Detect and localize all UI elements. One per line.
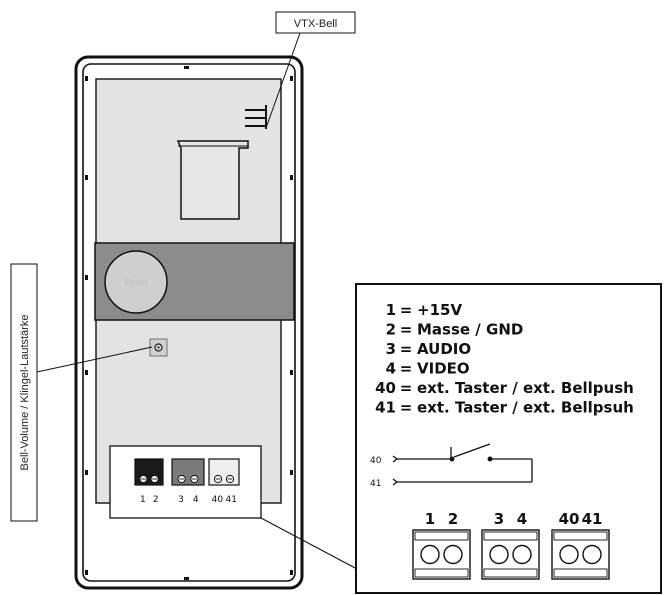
terminal-detail-leader-line <box>260 517 358 570</box>
device-terminal-block-3 <box>208 458 240 486</box>
switch-label-40: 40 <box>370 456 382 466</box>
detail-terminal-top-ridge <box>483 531 538 541</box>
legend-value-40: ext. Taster / ext. Bellpush <box>417 379 634 397</box>
legend-equals: = <box>400 301 413 319</box>
detail-terminal-label-41: 41 <box>582 510 603 528</box>
detail-terminal-screw-2 <box>443 544 463 565</box>
potentiometer-knob <box>154 343 163 352</box>
legend-equals: = <box>400 360 413 378</box>
detail-terminal-bottom-ridge <box>553 568 608 578</box>
vtx-bell-leader-line <box>265 32 301 129</box>
legend-equals: = <box>400 321 413 339</box>
detail-terminal-label-1: 1 <box>425 510 435 528</box>
detail-terminal-label-40: 40 <box>559 510 580 528</box>
legend-key-40: 40 <box>375 379 396 397</box>
legend-key-1: 1 <box>386 301 396 319</box>
detail-terminal-label-4: 4 <box>517 510 527 528</box>
legend-value-3: AUDIO <box>417 340 471 358</box>
device-terminal-label-4: 4 <box>193 495 199 505</box>
detail-terminal-top-ridge <box>553 531 608 541</box>
device-terminal-label-1: 1 <box>140 495 146 505</box>
camera-lens <box>104 250 168 314</box>
legend-key-3: 3 <box>386 340 396 358</box>
bell-volume-callout-box <box>10 263 38 522</box>
legend-equals: = <box>400 399 413 417</box>
switch-label-41: 41 <box>370 479 381 489</box>
detail-terminal-screw-1 <box>420 544 440 565</box>
detail-terminal-screw-3 <box>489 544 509 565</box>
vtx-bell-callout-box <box>275 11 356 34</box>
housing-outer <box>74 55 304 590</box>
legend-key-2: 2 <box>386 321 396 339</box>
bell-volume-callout-label: Bell-Volume / Klingel-Lautstärke <box>19 315 31 471</box>
detail-terminal-screw-41 <box>582 544 602 565</box>
external-bellpush-schematic <box>392 443 533 486</box>
device-terminal-label-2: 2 <box>153 495 159 505</box>
speaker-brand-text: Elcom <box>125 278 148 287</box>
potentiometer-center <box>157 346 160 349</box>
device-terminal-label-3: 3 <box>178 495 184 505</box>
detail-terminal-bottom-ridge <box>414 568 469 578</box>
vtx-bell-component <box>245 105 267 129</box>
bell-volume-leader-line <box>36 346 153 373</box>
legend-value-1: +15V <box>417 301 462 319</box>
legend-equals: = <box>400 340 413 358</box>
device-terminal-label-41: 41 <box>225 495 236 505</box>
legend-value-4: VIDEO <box>417 360 470 378</box>
device-terminal-block-1 <box>134 458 164 486</box>
detail-terminal-screw-4 <box>512 544 532 565</box>
detail-terminal-label-3: 3 <box>494 510 504 528</box>
vtx-bell-callout-label: VTX-Bell <box>294 18 337 30</box>
legend-key-4: 4 <box>386 360 396 378</box>
detail-terminal-label-2: 2 <box>448 510 458 528</box>
legend-value-2: Masse / GND <box>417 321 523 339</box>
detail-terminal-bottom-ridge <box>483 568 538 578</box>
device-terminal-block-2 <box>171 458 205 486</box>
legend-key-41: 41 <box>375 399 396 417</box>
legend-equals: = <box>400 379 413 397</box>
detail-terminal-top-ridge <box>414 531 469 541</box>
legend-value-41: ext. Taster / ext. Bellpsuh <box>417 399 634 417</box>
device-terminal-label-40: 40 <box>212 495 224 505</box>
detail-terminal-screw-40 <box>559 544 579 565</box>
ribbon-module <box>176 140 249 220</box>
